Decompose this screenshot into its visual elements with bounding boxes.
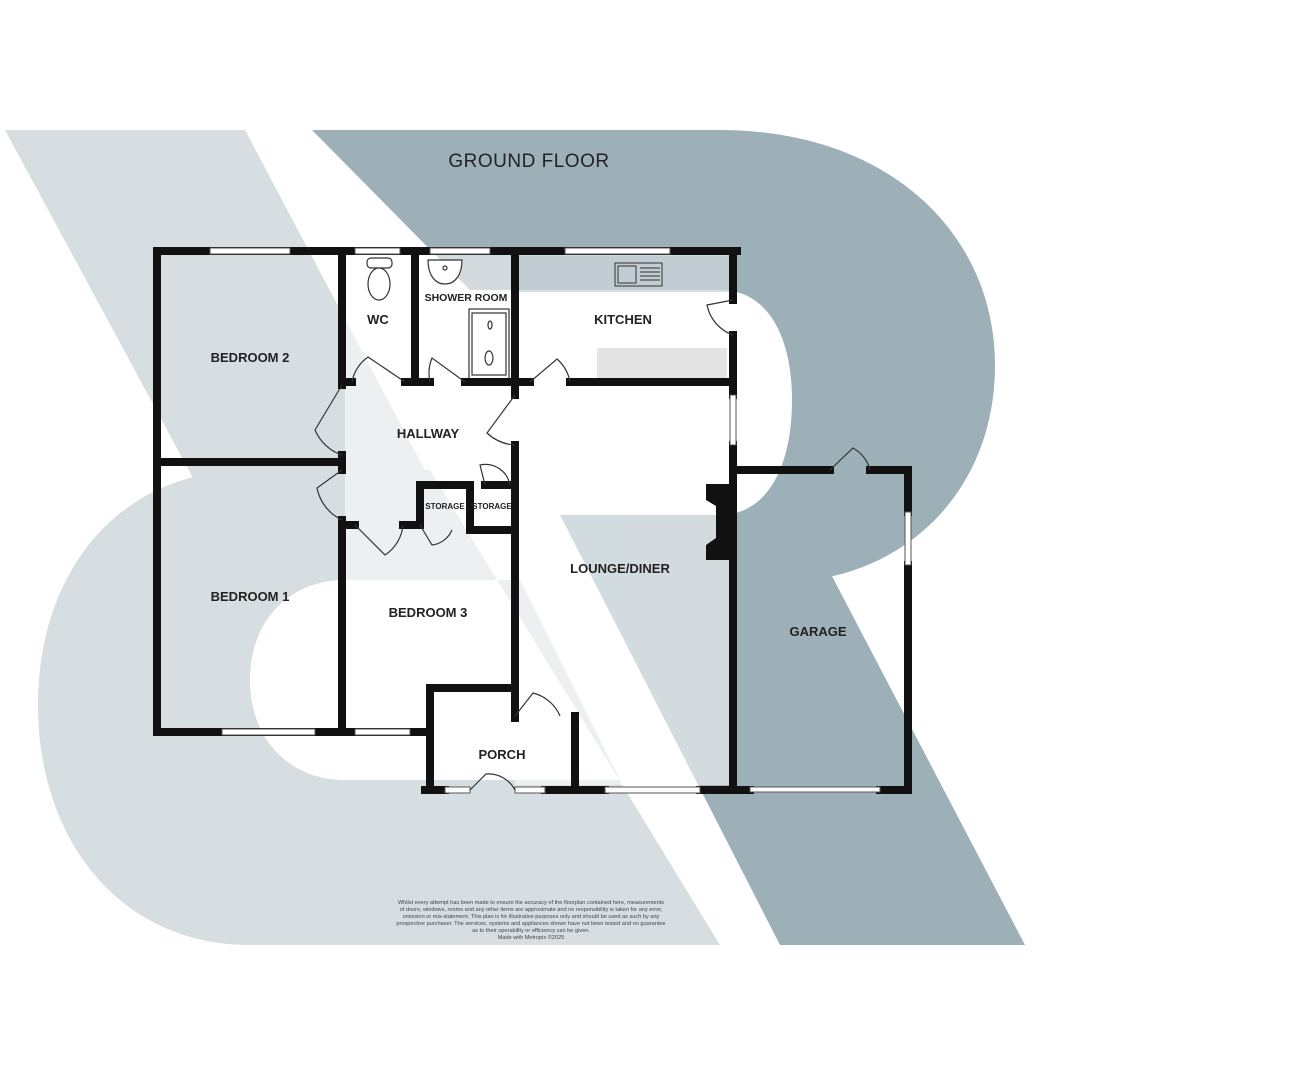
floor-title: GROUND FLOOR: [448, 151, 609, 172]
disclaimer-line: of doors, windows, rooms and any other i…: [400, 907, 663, 913]
kitchen-counter: [597, 348, 727, 380]
kitchen-worktop: [517, 256, 731, 292]
room-label-lounge-diner: LOUNGE/DINER: [570, 561, 670, 576]
room-label-wc: WC: [367, 312, 389, 327]
window: [429, 247, 491, 255]
window: [604, 786, 701, 794]
window: [564, 247, 671, 255]
walls: [153, 247, 912, 794]
window: [514, 786, 546, 794]
room-label-garage: GARAGE: [789, 624, 846, 639]
garage-door: [749, 786, 881, 793]
room-label-bedroom-2: BEDROOM 2: [211, 350, 290, 365]
disclaimer: Whilst every attempt has been made to en…: [396, 900, 665, 941]
disclaimer-line: as to their operability or efficiency ca…: [472, 928, 590, 934]
shower-tray-icon: [468, 308, 510, 380]
window: [444, 786, 471, 794]
window: [209, 247, 291, 255]
window: [221, 728, 316, 736]
disclaimer-line: prospective purchaser. The services, sys…: [396, 921, 665, 927]
washbasin-icon: [427, 259, 463, 285]
disclaimer-credit: Made with Metropix ©2025: [498, 934, 565, 941]
room-label-bedroom-3: BEDROOM 3: [389, 605, 468, 620]
interior-floor: [345, 255, 730, 785]
toilet-icon: [366, 257, 393, 301]
disclaimer-line: Whilst every attempt has been made to en…: [398, 900, 664, 906]
room-label-shower-room: SHOWER ROOM: [425, 292, 508, 304]
door-swings: [314, 299, 871, 791]
room-label-storage-2: STORAGE: [472, 502, 512, 511]
watermark-light-loop: [38, 470, 720, 945]
sink-icon: [614, 262, 663, 287]
room-label-porch: PORCH: [479, 747, 526, 762]
disclaimer-line: omission or mis-statement. This plan is …: [403, 914, 660, 920]
chimney-breast: [706, 484, 730, 560]
window: [729, 394, 737, 446]
room-label-storage-1: STORAGE: [425, 502, 465, 511]
window: [354, 247, 401, 255]
room-label-kitchen: KITCHEN: [594, 312, 652, 327]
window: [354, 728, 411, 736]
window: [904, 511, 912, 566]
room-label-hallway: HALLWAY: [397, 426, 460, 441]
room-label-bedroom-1: BEDROOM 1: [211, 589, 290, 604]
fixtures: [366, 256, 731, 560]
room-labels: BEDROOM 2 WC SHOWER ROOM KITCHEN HALLWAY…: [211, 292, 847, 762]
